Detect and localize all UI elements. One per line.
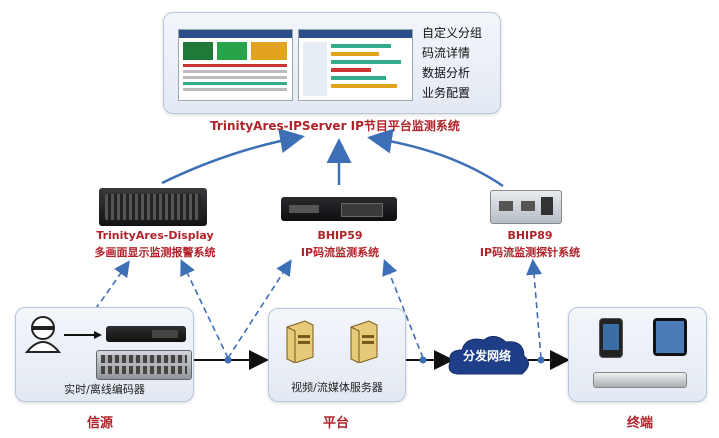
bhip59-desc: IP码流监测系统 (300, 246, 380, 259)
dash-flow1-to-display (180, 259, 229, 359)
menu-item-data-analysis: 数据分析 (422, 66, 471, 80)
arrow-display-to-server (161, 128, 305, 185)
bhip59-device-image (281, 197, 397, 221)
server-caption: TrinityAres-IPServer IP节目平台监测系统 (210, 119, 460, 133)
platform-caption: 视频/流媒体服务器 (291, 381, 383, 394)
dash-flow3-to-bhip89 (526, 258, 543, 359)
settop-box-icon (593, 372, 687, 388)
streaming-server-icon (350, 320, 378, 363)
display-name: TrinityAres-Display (96, 229, 214, 242)
source-panel: 实时/离线编码器 (15, 307, 194, 402)
bhip89-name: BHIP89 (507, 229, 553, 242)
arrow-bhip89-to-server (367, 128, 504, 188)
menu-item-stream-detail: 码流详情 (422, 46, 471, 60)
bhip59-name: BHIP59 (317, 229, 363, 242)
tablet-icon (653, 318, 687, 356)
source-caption: 实时/离线编码器 (64, 383, 145, 396)
cloud-icon (448, 336, 529, 375)
platform-panel: 视频/流媒体服务器 (268, 308, 406, 402)
source-title: 信源 (86, 416, 113, 431)
server-menu: 自定义分组 码流详情 数据分析 业务配置 (422, 23, 498, 103)
server-rack-image (96, 350, 192, 380)
server-panel: 自定义分组 码流详情 数据分析 业务配置 (163, 12, 501, 114)
menu-item-custom-group: 自定义分组 (422, 26, 483, 40)
media-server-icon (286, 320, 314, 363)
dash-flow1-to-bhip59 (227, 259, 292, 359)
encoder-arrow (64, 331, 102, 339)
platform-title: 平台 (322, 416, 349, 431)
bhip89-desc: IP码流监测探针系统 (479, 246, 581, 259)
bhip89-device-image (490, 190, 562, 224)
phone-icon (599, 318, 623, 358)
display-desc: 多画面显示监测报警系统 (94, 246, 216, 259)
terminal-panel (568, 307, 707, 402)
display-rack-image (99, 188, 207, 226)
anonymous-user-icon (24, 316, 62, 353)
dashboard-screenshot-1 (178, 29, 293, 101)
encoder-device-image (106, 326, 186, 342)
terminal-title: 终端 (626, 416, 653, 431)
menu-item-service-config: 业务配置 (422, 86, 471, 100)
network-label: 分发网络 (462, 349, 511, 363)
dash-flow2-to-bhip59 (382, 259, 424, 359)
dashboard-screenshot-2 (298, 29, 413, 101)
